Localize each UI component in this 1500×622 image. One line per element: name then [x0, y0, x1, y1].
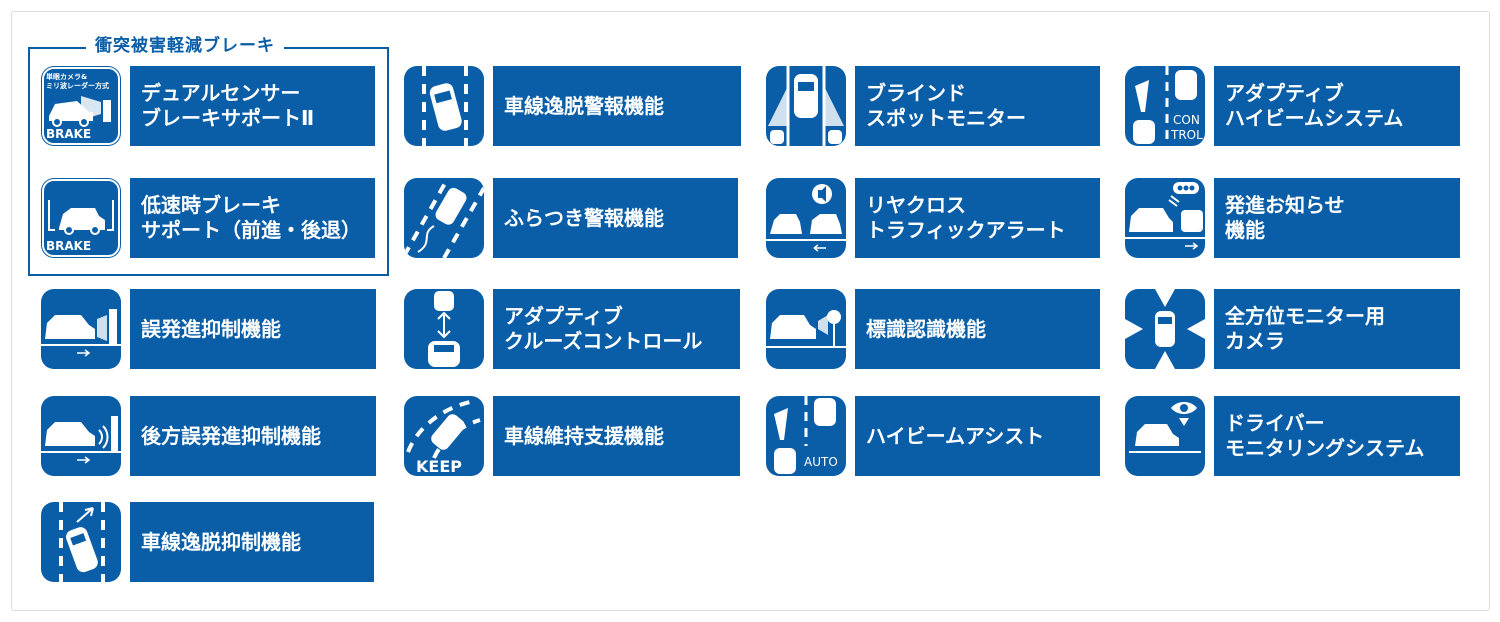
lane-keep-assist-icon: KEEP — [404, 396, 484, 476]
rear-false-start-icon — [41, 396, 121, 476]
false-start-suppression-icon — [41, 289, 121, 369]
low-speed-brake-icon: BRAKE — [41, 178, 121, 258]
lane-departure-suppression-icon — [41, 502, 121, 582]
feature-label: ふらつき警報機能 — [493, 178, 738, 258]
lane-departure-warning-icon — [404, 66, 484, 146]
feature-label: 発進お知らせ 機能 — [1214, 178, 1460, 258]
adaptive-high-beam-icon: CON TROL — [1125, 66, 1205, 146]
feature-label: デュアルセンサー ブレーキサポートⅡ — [130, 66, 375, 146]
control-text-2: TROL — [1170, 128, 1203, 142]
camera-radar-text-1: 単眼カメラ& — [46, 72, 87, 81]
feature-label: 後方誤発進抑制機能 — [130, 396, 376, 476]
feature-label: アダプティブ ハイビームシステム — [1214, 66, 1460, 146]
group-title: 衝突被害軽減ブレーキ — [86, 36, 284, 56]
camera-radar-text-2: ミリ波レーダー方式 — [46, 81, 109, 90]
feature-label: 全方位モニター用 カメラ — [1214, 289, 1460, 369]
dual-sensor-brake-icon: 単眼カメラ& ミリ波レーダー方式 BRAKE — [41, 66, 121, 146]
feature-label: 車線逸脱抑制機能 — [130, 502, 374, 582]
feature-label: 標識認識機能 — [855, 289, 1100, 369]
brake-text: BRAKE — [46, 239, 91, 253]
feature-label: アダプティブ クルーズコントロール — [493, 289, 740, 369]
high-beam-assist-icon: AUTO — [766, 396, 846, 476]
control-text-1: CON — [1173, 113, 1200, 127]
sign-recognition-icon — [766, 289, 846, 369]
feature-label: リヤクロス トラフィックアラート — [855, 178, 1100, 258]
blind-spot-monitor-icon — [766, 66, 846, 146]
auto-text: AUTO — [804, 455, 838, 469]
feature-label: 車線逸脱警報機能 — [493, 66, 741, 146]
wobble-warning-icon — [404, 178, 484, 258]
feature-label: 低速時ブレーキ サポート（前進・後退） — [130, 178, 375, 258]
feature-label: ドライバー モニタリングシステム — [1214, 396, 1460, 476]
start-notification-icon — [1125, 178, 1205, 258]
driver-monitoring-icon — [1125, 396, 1205, 476]
keep-text: KEEP — [416, 457, 462, 476]
feature-label: 誤発進抑制機能 — [130, 289, 376, 369]
feature-label: ハイビームアシスト — [855, 396, 1100, 476]
adaptive-cruise-icon — [404, 289, 484, 369]
rear-cross-traffic-icon — [766, 178, 846, 258]
brake-text: BRAKE — [46, 127, 91, 141]
omnidirectional-camera-icon — [1125, 289, 1205, 369]
feature-label: 車線維持支援機能 — [493, 396, 740, 476]
feature-label: ブラインド スポットモニター — [855, 66, 1100, 146]
